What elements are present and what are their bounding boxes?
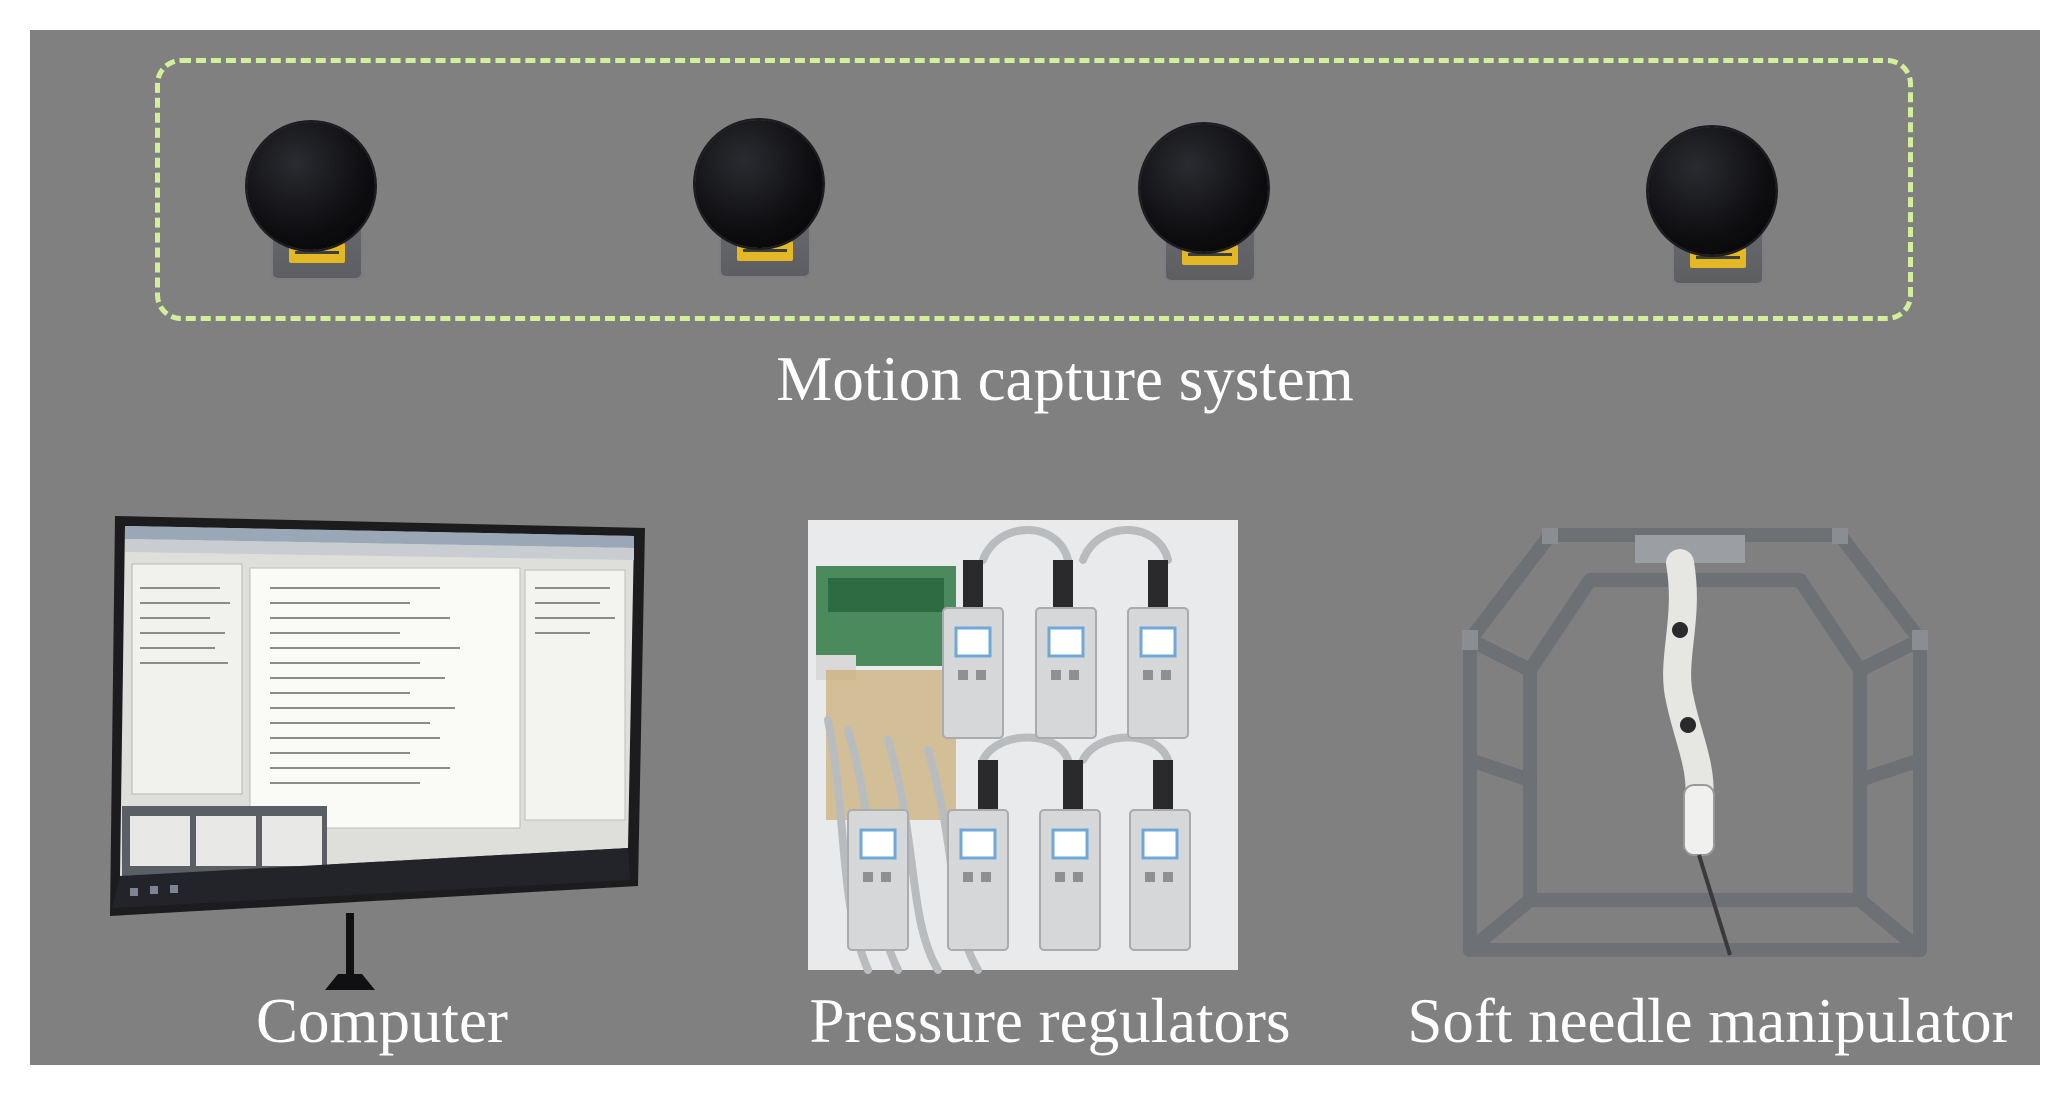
- motion-capture-camera-icon: [247, 122, 377, 292]
- pressure-regulator-icon: [808, 520, 1238, 974]
- pressure-regulators-label: Pressure regulators: [809, 986, 1291, 1056]
- motion-capture-group-outline: [155, 58, 1913, 321]
- soft-needle-manipulator-label: Soft needle manipulator: [1407, 986, 2013, 1056]
- computer-label: Computer: [256, 986, 508, 1056]
- monitor-icon: [110, 516, 645, 990]
- motion-capture-camera-icon: [1140, 124, 1270, 294]
- motion-capture-label: Motion capture system: [776, 344, 1354, 414]
- motion-capture-camera-icon: [695, 120, 825, 290]
- motion-capture-camera-icon: [1648, 127, 1778, 297]
- needle-manipulator-icon: [1462, 528, 1928, 957]
- figure-panel: Motion capture system: [30, 30, 2040, 1065]
